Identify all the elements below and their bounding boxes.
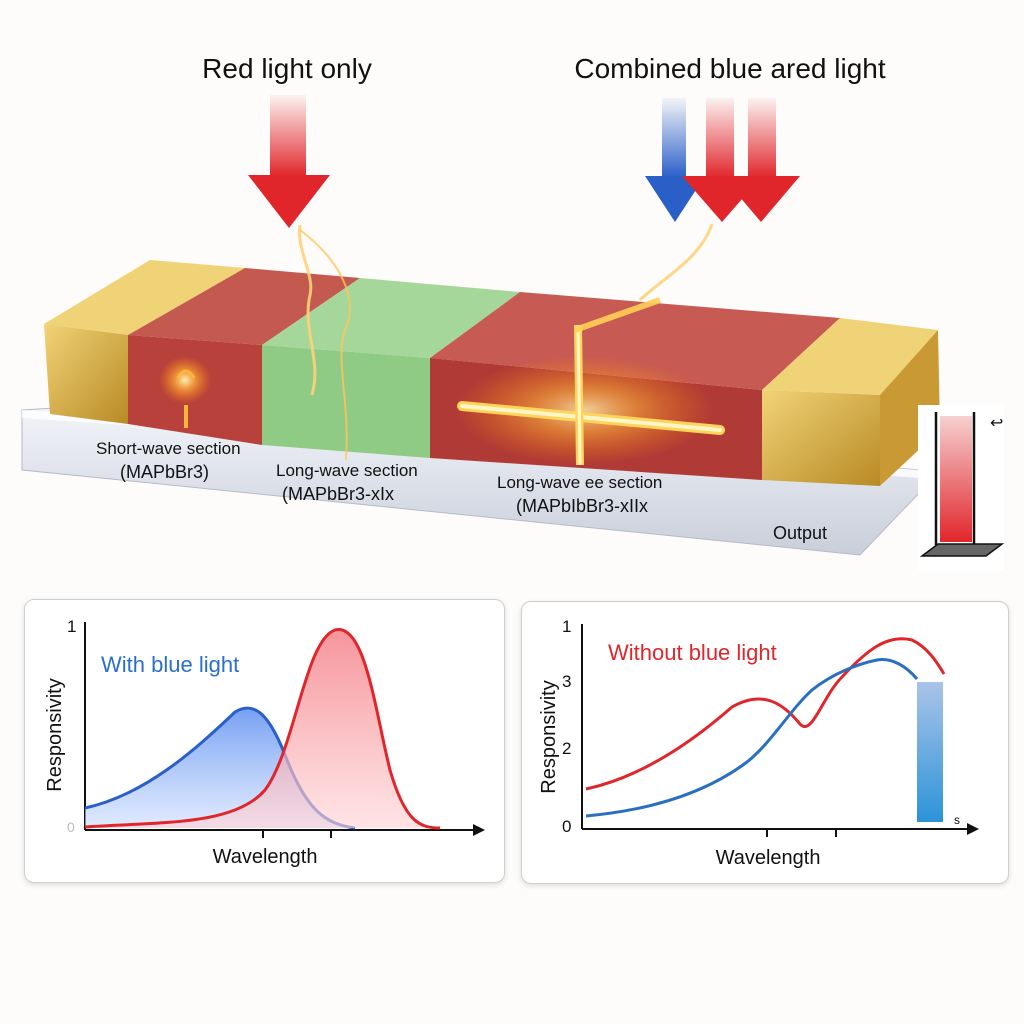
right-blue-curve — [585, 657, 919, 818]
right-ytick-mid2: 2 — [562, 739, 571, 758]
right-plot: 1 3 2 0 s Without blue light Wavelength … — [538, 617, 979, 869]
right-xlabel: Wavelength — [716, 847, 821, 869]
long-section-1-line1: Long-wave section — [276, 461, 418, 480]
short-section-line1: Short-wave section — [96, 439, 241, 458]
glow-effects — [159, 223, 725, 466]
red-light-arrow-left — [248, 95, 330, 228]
left-red-area — [85, 629, 440, 828]
blue-light-arrow — [645, 98, 705, 222]
svg-text:s: s — [954, 813, 960, 827]
left-ylabel: Responsivity — [44, 678, 66, 791]
left-xlabel: Wavelength — [213, 846, 318, 868]
output-indicator: ↩ — [918, 405, 1005, 570]
left-red-curve — [84, 628, 441, 830]
right-red-curve — [585, 637, 946, 791]
label-red-light-only: Red light only — [202, 53, 372, 84]
svg-text:↩: ↩ — [990, 415, 1003, 432]
label-combined-light: Combined blue ared light — [574, 53, 886, 84]
left-legend: With blue light — [101, 652, 239, 677]
left-plot: 1 0 With blue light Wavelength Responsiv… — [44, 617, 485, 868]
left-ytick-top: 1 — [67, 617, 76, 636]
right-blue-bar — [917, 682, 943, 822]
long-section-1-line2: (MAPbBr3-xIx — [282, 484, 394, 504]
right-legend: Without blue light — [608, 640, 777, 665]
long-section-2-line2: (MAPbIbBr3-xIIx — [516, 496, 648, 516]
left-ytick-bottom: 0 — [67, 819, 75, 835]
red-light-arrow-right-2 — [722, 98, 800, 222]
right-plot-panel: 1 3 2 0 s Without blue light Wavelength … — [521, 601, 1009, 884]
right-ytick-bottom: 0 — [562, 817, 571, 836]
short-section-line2: (MAPbBr3) — [120, 462, 209, 482]
right-ylabel: Responsivity — [538, 680, 560, 793]
output-label: Output — [773, 523, 827, 543]
left-electrode — [44, 260, 245, 424]
left-plot-panel: 1 0 With blue light Wavelength Responsiv… — [24, 599, 505, 883]
right-ytick-top: 1 — [562, 617, 571, 636]
long-section-2-line1: Long-wave ⁠⁠ee section — [497, 473, 662, 492]
right-electrode — [762, 318, 940, 486]
right-ytick-mid1: 3 — [562, 672, 571, 691]
